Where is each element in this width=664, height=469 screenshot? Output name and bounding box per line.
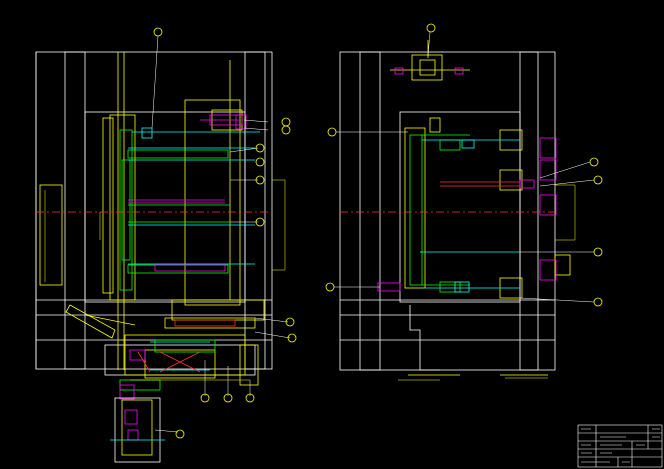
balloon (285, 317, 295, 327)
left-core-parts (119, 129, 230, 391)
title-block-text-marks (581, 428, 660, 463)
left-plates (39, 52, 265, 386)
left-mold-section-view (35, 27, 297, 463)
balloon (589, 157, 599, 167)
left-ejector-parts (119, 114, 247, 400)
right-balloons (325, 23, 603, 307)
left-balloons (153, 27, 297, 439)
left-dimension-lines (44, 179, 286, 381)
left-cooling-lines (128, 127, 260, 371)
left-leader-lines (151, 35, 291, 433)
balloon (327, 127, 337, 137)
left-angled-arm (65, 304, 136, 339)
right-cooling-lines (420, 139, 520, 293)
balloon (255, 217, 265, 227)
left-outer-frame (35, 51, 273, 376)
right-red-details (340, 181, 555, 213)
balloon (325, 282, 335, 292)
balloon (200, 393, 210, 403)
balloon (175, 429, 185, 439)
balloon (281, 125, 291, 135)
left-red-details (36, 211, 272, 373)
balloon (426, 23, 436, 33)
right-dimension-lines (398, 184, 576, 381)
balloon (281, 117, 291, 127)
right-ejector-parts (377, 67, 557, 292)
balloon (593, 297, 603, 307)
right-core-parts (409, 134, 470, 293)
balloon (255, 143, 265, 153)
balloon (223, 393, 233, 403)
title-block (577, 424, 663, 468)
balloon (593, 247, 603, 257)
balloon (255, 175, 265, 185)
balloon (245, 393, 255, 403)
right-plates (390, 40, 571, 376)
left-detail-sub-view (110, 397, 165, 463)
right-outer-frame (339, 51, 556, 371)
balloon (287, 333, 297, 343)
right-leader-lines (334, 31, 595, 303)
balloon (153, 27, 163, 37)
balloon (255, 157, 265, 167)
balloon (593, 175, 603, 185)
right-mold-section-view (325, 23, 603, 381)
